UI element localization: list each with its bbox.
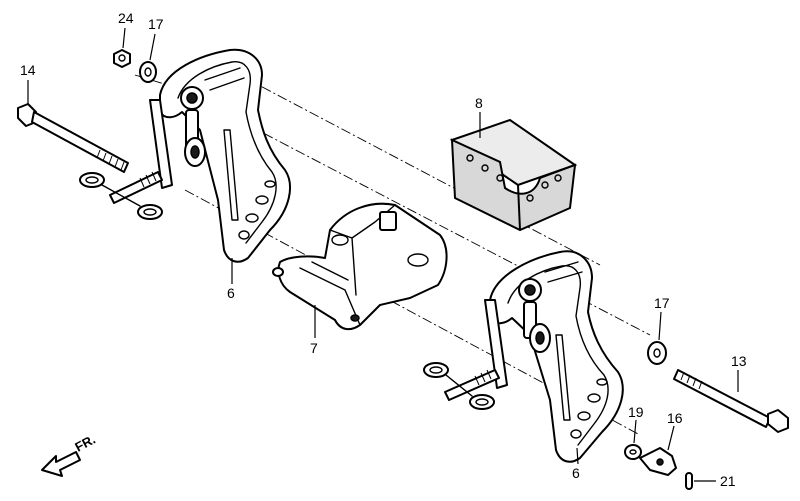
callout-7: 7 [310,340,318,356]
callout-6-right: 6 [572,465,580,481]
washer-part-17-lower [647,341,667,365]
nut-part-24 [113,49,131,68]
callout-labels: 24 17 14 8 6 7 17 13 19 16 6 21 [20,10,747,489]
bolt-part-13 [673,369,789,433]
callout-14: 14 [20,62,36,78]
callout-8: 8 [475,95,483,111]
leader-lines [27,27,739,482]
washer-part-17-upper [139,61,157,83]
front-direction-arrow: FR. [41,432,98,477]
clamp-bracket-right [423,250,624,463]
callout-21: 21 [720,473,736,489]
callout-19: 19 [628,404,644,420]
bolt-part-14 [17,103,129,173]
callout-16: 16 [667,410,683,426]
callout-17-lower: 17 [654,295,670,311]
swivel-case-part-7 [272,202,448,331]
callout-17-upper: 17 [148,16,164,32]
callout-13: 13 [731,353,747,369]
foam-block-part-8 [449,118,578,232]
washer-part-19 [624,444,642,460]
callout-6-left: 6 [227,285,235,301]
callout-24: 24 [118,10,134,26]
lever-part-16 [639,447,677,476]
pin-part-21 [685,472,693,490]
clamp-bracket-left [79,48,291,263]
